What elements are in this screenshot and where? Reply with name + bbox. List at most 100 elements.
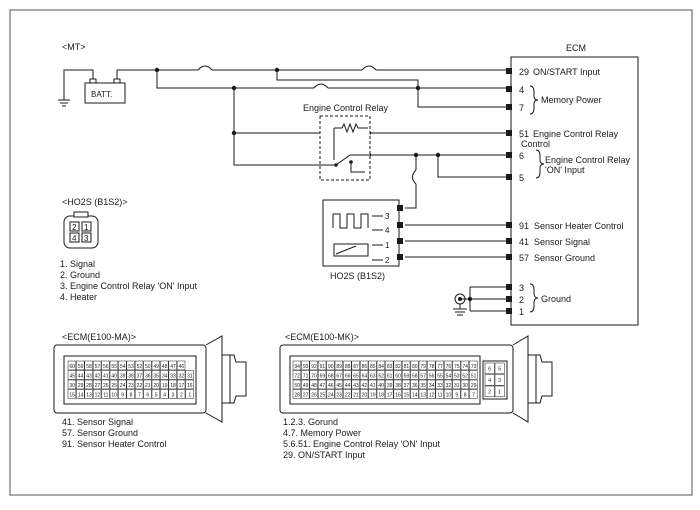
mk-side-pin-number: 6 <box>488 367 491 373</box>
ecm-box <box>510 56 639 326</box>
ma-pin-number: 28 <box>86 383 92 389</box>
ma-pin-cell <box>143 360 152 371</box>
svg-text:4: 4 <box>519 85 524 95</box>
ma-pin-number: 8 <box>130 392 133 398</box>
mk-pin-number: 29 <box>471 383 477 389</box>
svg-text:5: 5 <box>519 173 524 183</box>
mk-pin-cell <box>427 360 436 371</box>
ma-pin-cell <box>176 389 186 399</box>
ma-pin-cell <box>185 379 194 390</box>
mk-pin-number: 69 <box>320 373 326 379</box>
mk-pin-cell <box>435 379 444 390</box>
mk-pin-number: 33 <box>437 383 443 389</box>
ma-legend-item: 57. Sensor Ground <box>62 428 138 438</box>
ma-pin-cell <box>134 379 144 390</box>
mk-pin-cell <box>359 389 369 399</box>
mk-pin-number: 87 <box>353 364 359 370</box>
svg-text:29: 29 <box>519 67 529 77</box>
mk-pin-cell <box>469 379 478 390</box>
mk-pin-cell <box>317 360 327 371</box>
ma-pin-number: 12 <box>95 392 101 398</box>
ecm-pin-41: 41 Sensor Signal <box>506 237 590 247</box>
sensor-pin-3: 3 <box>385 212 390 221</box>
ma-pin-number: 14 <box>78 392 84 398</box>
mk-pin-cell <box>401 360 411 371</box>
ma-pin-number: 37 <box>137 373 143 379</box>
ma-pin-cell <box>168 360 177 371</box>
ma-pin-number: 19 <box>162 383 168 389</box>
mk-pin-number: 34 <box>429 383 435 389</box>
mk-pin-cell <box>385 370 394 380</box>
mk-pin-number: 13 <box>420 392 426 398</box>
sensor-pin-4: 4 <box>385 226 390 235</box>
mk-pin-number: 17 <box>387 392 393 398</box>
mk-pin-cell <box>343 370 352 380</box>
mk-pin-cell <box>376 370 386 380</box>
ma-pin-cell <box>118 379 127 390</box>
ma-pin-cell <box>151 360 161 371</box>
mk-pin-cell <box>292 370 302 380</box>
mk-pin-cell <box>435 389 444 399</box>
mk-pin-number: 20 <box>362 392 368 398</box>
mk-pin-cell <box>343 360 352 371</box>
ma-pin-number: 54 <box>120 364 126 370</box>
svg-text:3: 3 <box>519 283 524 293</box>
ma-pin-cell <box>126 379 135 390</box>
mk-pin-number: 88 <box>345 364 351 370</box>
mk-pin-number: 46 <box>328 383 334 389</box>
mk-pin-number: 78 <box>429 364 435 370</box>
ma-pin-number: 60 <box>69 364 75 370</box>
mk-pin-cell <box>460 370 470 380</box>
ma-pin-number: 22 <box>137 383 143 389</box>
svg-text:51: 51 <box>519 129 529 139</box>
ma-pin-cell <box>151 379 161 390</box>
mk-pin-number: 28 <box>294 392 300 398</box>
ma-legend-item: 41. Sensor Signal <box>62 417 133 427</box>
mk-pin-cell <box>351 370 360 380</box>
mk-pin-cell <box>359 360 369 371</box>
ecm-pin-91: 91 Sensor Heater Control <box>506 221 624 231</box>
mk-pin-number: 16 <box>395 392 401 398</box>
ma-pin-number: 53 <box>128 364 134 370</box>
mk-side-pin-cell <box>484 385 495 398</box>
ma-pin-cell <box>176 379 186 390</box>
mk-pin-cell <box>326 389 335 399</box>
mk-pin-number: 81 <box>404 364 410 370</box>
mk-pin-number: 90 <box>328 364 334 370</box>
mk-pin-cell <box>418 389 428 399</box>
ma-pin-number: 3 <box>172 392 175 398</box>
mk-pin-number: 65 <box>353 373 359 379</box>
mk-pin-cell <box>351 379 360 390</box>
ma-pin-cell <box>143 379 152 390</box>
ma-pin-number: 10 <box>111 392 117 398</box>
mk-pin-number: 39 <box>387 383 393 389</box>
ma-pin-cell <box>151 389 161 399</box>
mk-pin-cell <box>443 360 453 371</box>
svg-text:6: 6 <box>519 151 524 161</box>
ma-pin-cell <box>84 389 93 399</box>
relay-switch-icon <box>320 154 370 173</box>
mk-pin-number: 86 <box>362 364 368 370</box>
mk-pin-number: 31 <box>454 383 460 389</box>
mk-pin-number: 76 <box>446 364 452 370</box>
diagram-title: <MT> <box>62 42 86 52</box>
ma-pin-number: 36 <box>145 373 151 379</box>
ecm-pin-1: 1 <box>506 307 524 317</box>
mk-pin-cell <box>427 389 436 399</box>
mk-pin-cell <box>334 360 344 371</box>
mk-side-pin-cell <box>494 374 505 386</box>
mk-pin-cell <box>351 389 360 399</box>
mk-pin-cell <box>443 389 453 399</box>
ma-pin-number: 13 <box>86 392 92 398</box>
ma-pin-number: 18 <box>170 383 176 389</box>
mk-pin-cell <box>435 370 444 380</box>
ma-pin-cell <box>134 370 144 380</box>
mk-pin-number: 10 <box>446 392 452 398</box>
mk-pin-cell <box>343 379 352 390</box>
relay-on-input-label-1: Engine Control Relay <box>545 155 631 165</box>
mk-pin-number: 30 <box>462 383 468 389</box>
mk-pin-cell <box>326 370 335 380</box>
mk-pin-cell <box>452 360 461 371</box>
mk-pin-cell <box>376 360 386 371</box>
